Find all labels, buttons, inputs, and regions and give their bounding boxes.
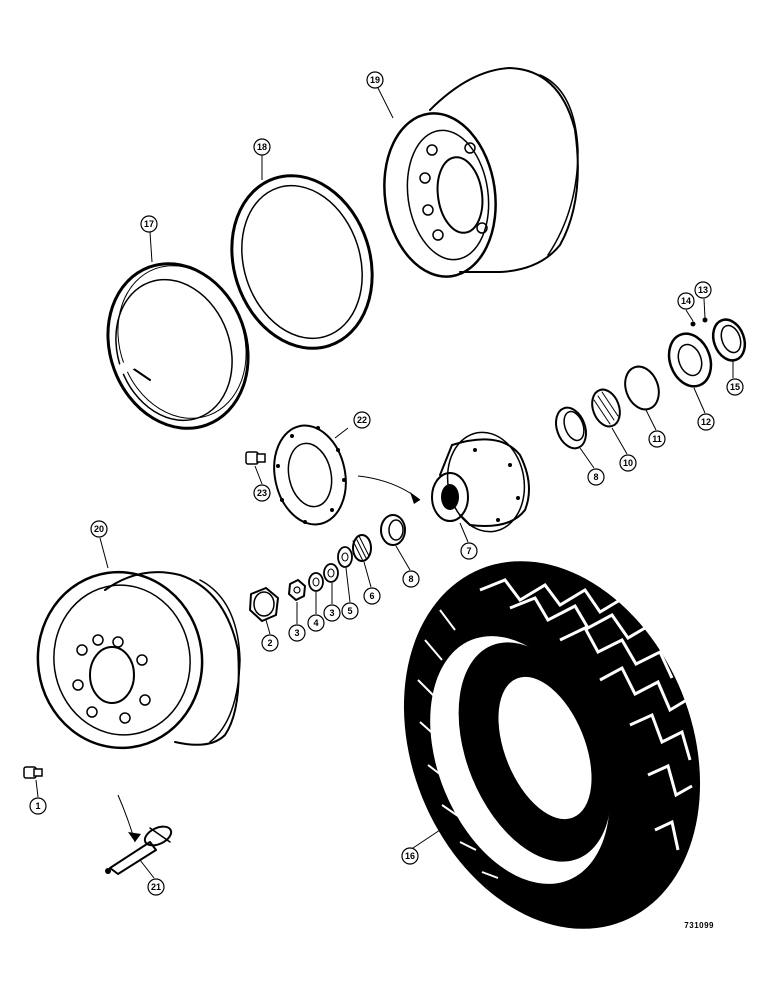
callout-11: 11 [648, 430, 666, 448]
hub-bolt [245, 451, 266, 465]
callout-8b: 8 [587, 468, 605, 486]
adjusting-nut [323, 563, 339, 583]
callout-13: 13 [694, 281, 712, 299]
svg-text:22: 22 [357, 415, 367, 425]
callout-18: 18 [253, 138, 271, 156]
hub-cap [249, 587, 279, 622]
tire-tread [417, 578, 693, 879]
callout-12: 12 [697, 413, 715, 431]
bearing-cup-outer [380, 514, 406, 546]
svg-text:5: 5 [347, 606, 352, 616]
callout-23: 23 [253, 484, 271, 502]
upper-rim-lug-holes [419, 142, 488, 241]
svg-text:3: 3 [294, 628, 299, 638]
callout-17: 17 [140, 215, 158, 233]
spindle-nut [288, 579, 306, 601]
wheel-bolt [23, 766, 43, 779]
callout-6: 6 [363, 587, 381, 605]
spindle [105, 825, 173, 875]
callout-8a: 8 [402, 570, 420, 588]
retainer-screws [690, 317, 708, 327]
callout-1: 1 [29, 797, 47, 815]
bearing-retainer [667, 332, 713, 388]
svg-text:17: 17 [144, 219, 154, 229]
svg-text:11: 11 [652, 434, 662, 444]
callout-22: 22 [353, 411, 371, 429]
svg-text:8: 8 [593, 472, 598, 482]
svg-text:19: 19 [370, 75, 380, 85]
svg-text:10: 10 [623, 458, 633, 468]
callout-14: 14 [677, 292, 695, 310]
drawing-reference-number: 731099 [684, 921, 714, 930]
svg-text:18: 18 [257, 142, 267, 152]
svg-text:6: 6 [369, 591, 374, 601]
svg-text:8: 8 [408, 574, 413, 584]
svg-text:23: 23 [257, 488, 267, 498]
callout-16: 16 [401, 847, 419, 865]
callout-20: 20 [90, 520, 108, 538]
leader-lines [35, 87, 734, 879]
upper-wheel-rim [383, 67, 579, 278]
lower-rim-lug-holes [72, 634, 151, 724]
svg-text:3: 3 [329, 608, 334, 618]
svg-text:16: 16 [405, 851, 415, 861]
svg-text:4: 4 [313, 618, 318, 628]
tire [403, 561, 701, 929]
gasket-bolt-holes [276, 426, 346, 524]
bearing-cone-upper [591, 388, 621, 428]
thrust-washer [337, 546, 353, 568]
callout-7: 7 [460, 542, 478, 560]
snap-ring [624, 365, 660, 411]
callout-5: 5 [341, 602, 359, 620]
callout-3a: 3 [288, 624, 306, 642]
svg-text:13: 13 [698, 285, 708, 295]
svg-text:2: 2 [267, 638, 272, 648]
side-ring [106, 262, 250, 430]
svg-text:15: 15 [730, 382, 740, 392]
svg-text:14: 14 [681, 296, 691, 306]
svg-text:1: 1 [35, 801, 40, 811]
callout-4: 4 [307, 614, 325, 632]
hub-gasket-plate [273, 424, 347, 526]
svg-text:21: 21 [151, 882, 161, 892]
callout-2: 2 [261, 634, 279, 652]
bearing-cone-outer [352, 534, 372, 562]
svg-text:7: 7 [466, 546, 471, 556]
callout-15: 15 [726, 378, 744, 396]
lower-wheel-rim [36, 570, 241, 750]
callout-3b: 3 [323, 604, 341, 622]
svg-text:12: 12 [701, 417, 711, 427]
lock-washer [308, 572, 324, 592]
callout-21: 21 [147, 878, 165, 896]
svg-text:20: 20 [94, 524, 104, 534]
wheel-hub [431, 431, 530, 533]
grease-seal [711, 318, 747, 362]
bearing-cup-upper [555, 406, 587, 450]
callout-19: 19 [366, 71, 384, 89]
callout-10: 10 [619, 454, 637, 472]
lock-ring [230, 174, 374, 350]
